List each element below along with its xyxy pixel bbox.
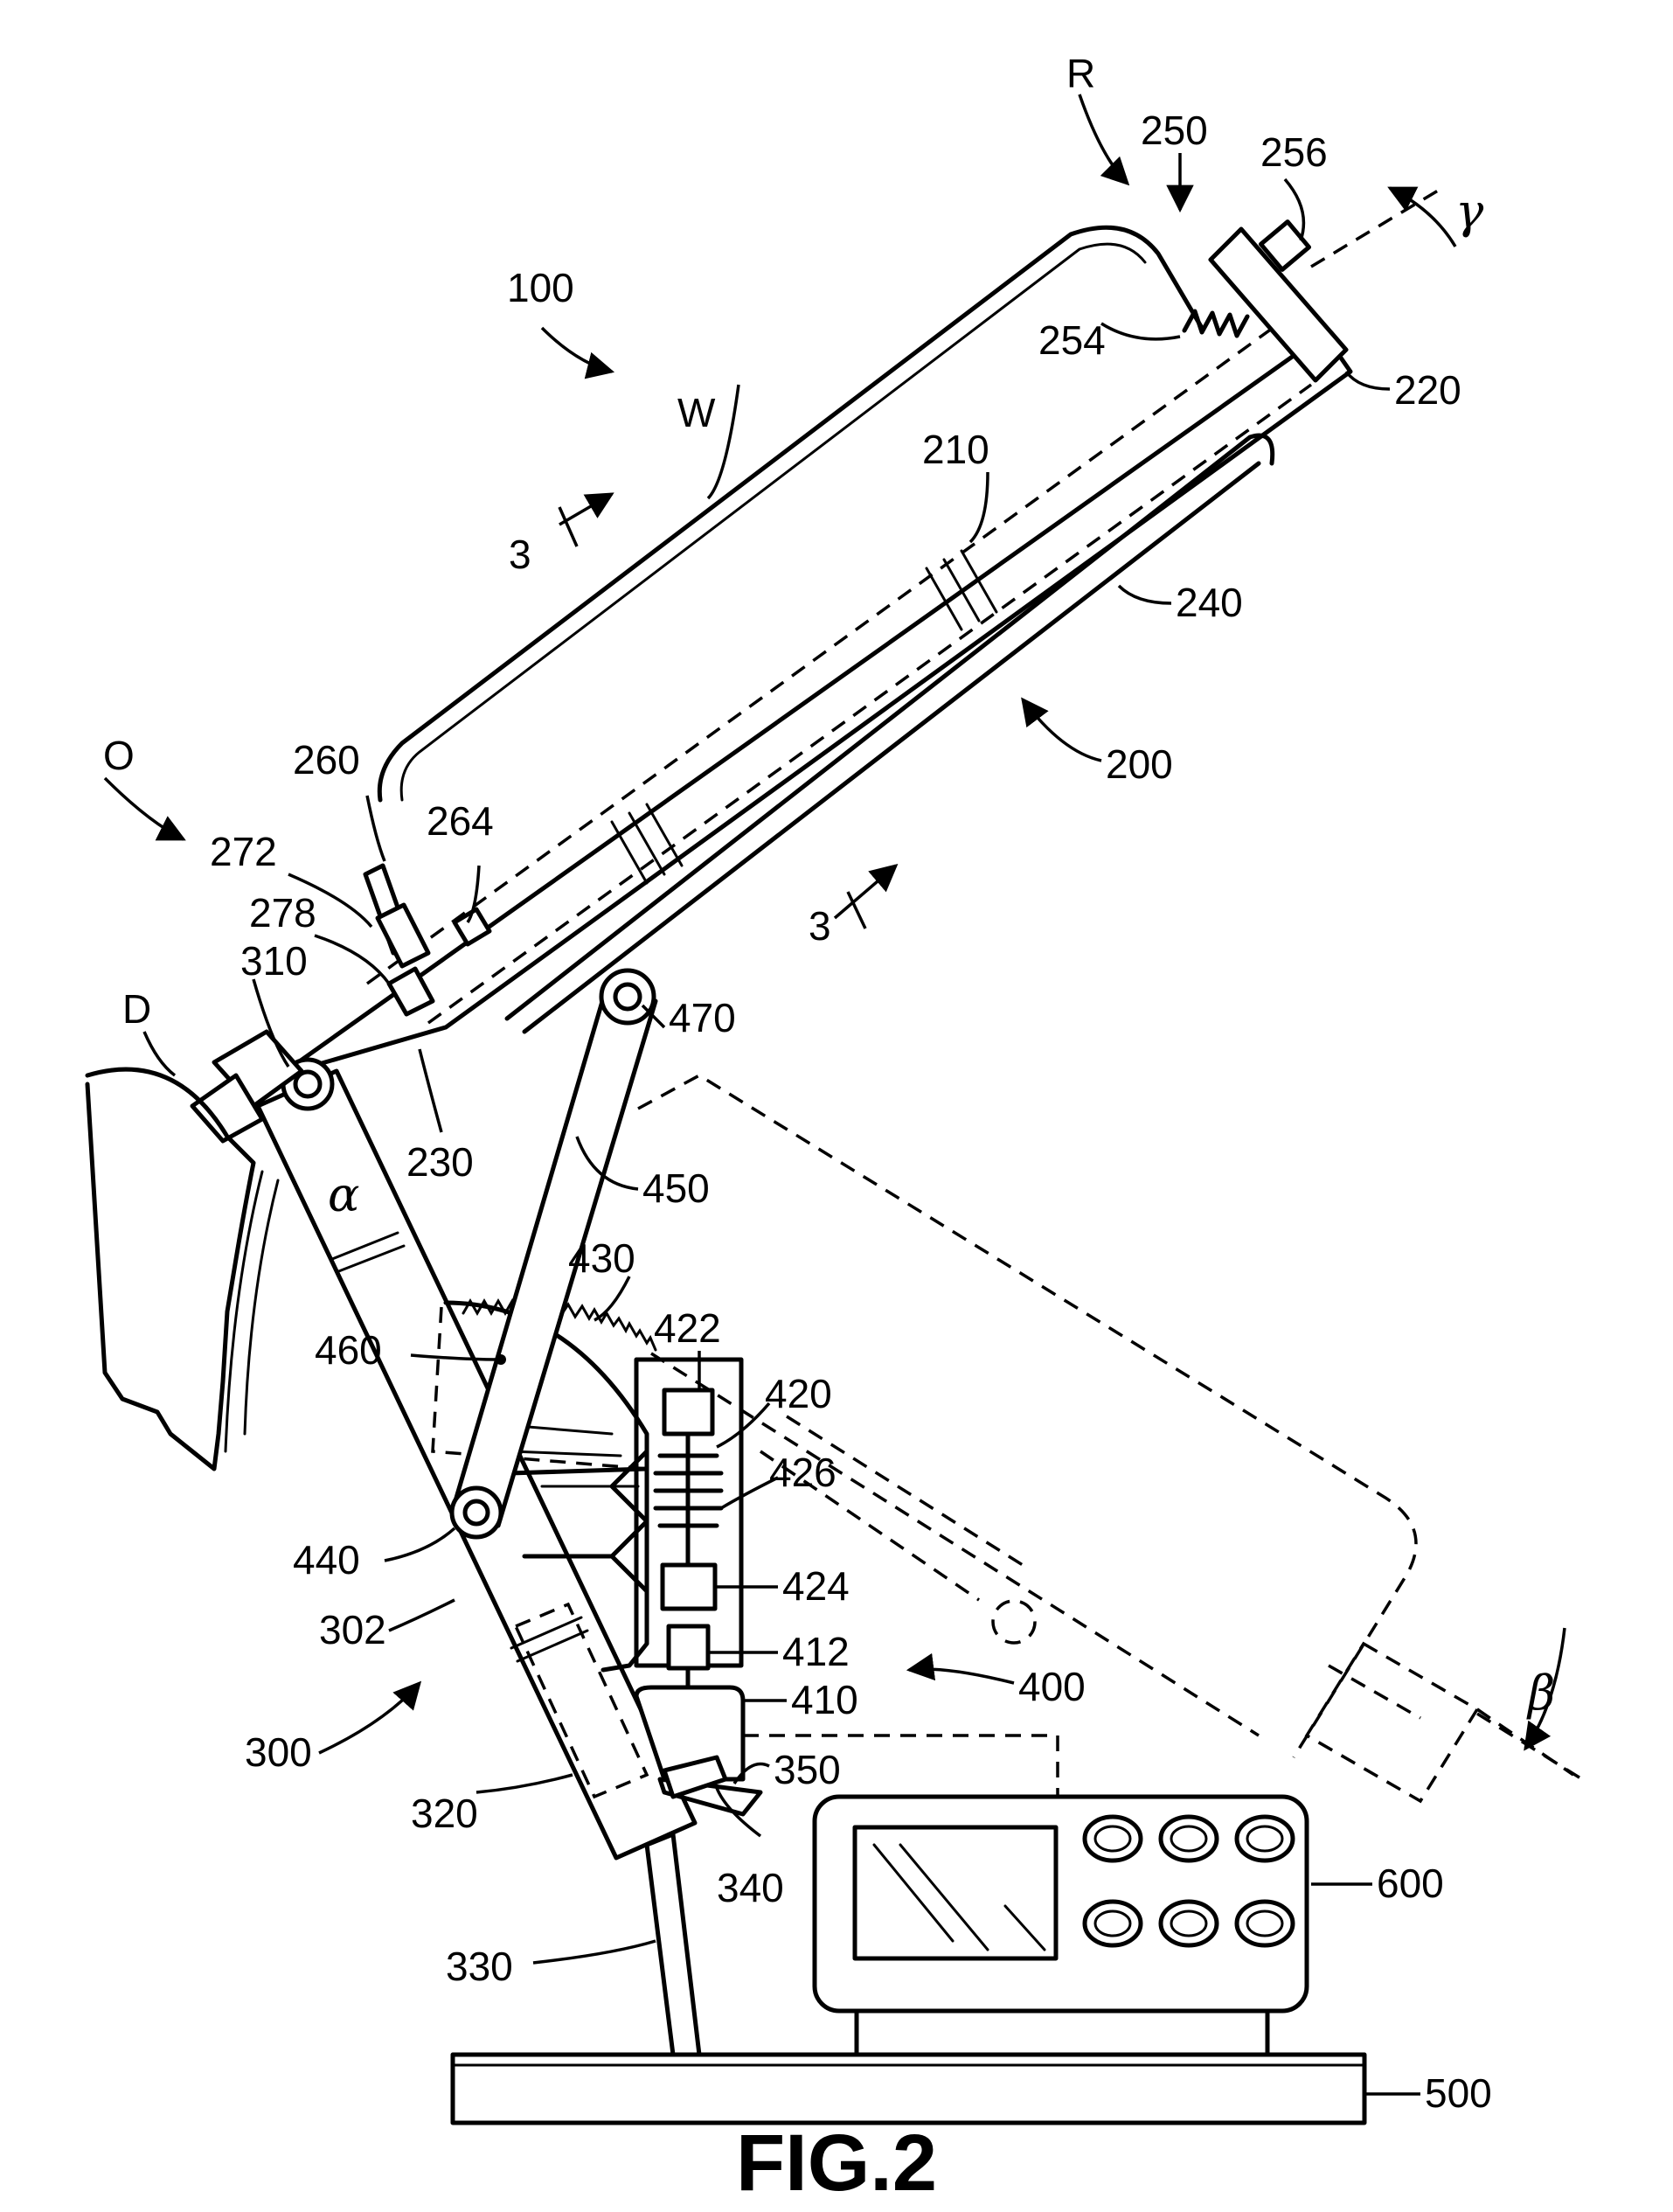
label-412: 412 xyxy=(782,1629,850,1674)
label-260: 260 xyxy=(293,737,360,783)
label-440: 440 xyxy=(293,1537,360,1582)
label-450: 450 xyxy=(642,1165,710,1211)
label-422: 422 xyxy=(654,1305,721,1351)
label-200: 200 xyxy=(1106,741,1173,787)
label-350: 350 xyxy=(774,1747,841,1792)
label-310: 310 xyxy=(240,938,308,984)
label-gamma: γ xyxy=(1455,184,1484,239)
label-420: 420 xyxy=(765,1371,832,1416)
label-alpha: α xyxy=(328,1167,359,1222)
label-272: 272 xyxy=(210,829,277,874)
label-W: W xyxy=(677,390,716,435)
label-264: 264 xyxy=(427,798,494,844)
label-220: 220 xyxy=(1394,367,1461,413)
label-240: 240 xyxy=(1176,580,1243,625)
label-400: 400 xyxy=(1018,1664,1086,1709)
label-254: 254 xyxy=(1038,317,1106,363)
alternate-position-outline xyxy=(638,1075,1573,1801)
label-230: 230 xyxy=(406,1139,474,1185)
label-426: 426 xyxy=(769,1450,836,1495)
label-500: 500 xyxy=(1425,2070,1492,2116)
label-beta: β xyxy=(1526,1666,1555,1721)
label-302: 302 xyxy=(319,1607,386,1652)
control-button-icon xyxy=(1085,1817,1293,1945)
figure-caption: FIG.2 xyxy=(736,2118,937,2208)
label-250: 250 xyxy=(1141,108,1208,153)
label-278: 278 xyxy=(249,890,316,936)
label-320: 320 xyxy=(411,1791,478,1836)
label-330: 330 xyxy=(446,1944,513,1989)
label-470: 470 xyxy=(669,995,736,1040)
label-D: D xyxy=(122,986,151,1032)
body-outline xyxy=(87,1069,278,1469)
label-340: 340 xyxy=(717,1865,784,1910)
label-section-3-bottom: 3 xyxy=(809,903,831,949)
label-424: 424 xyxy=(782,1563,850,1609)
label-300: 300 xyxy=(245,1729,312,1775)
label-100: 100 xyxy=(507,265,574,310)
label-R: R xyxy=(1066,51,1095,96)
label-410: 410 xyxy=(791,1677,858,1722)
base-plate xyxy=(453,2055,1364,2123)
label-210: 210 xyxy=(922,427,989,472)
control-unit xyxy=(815,1797,1307,2055)
label-256: 256 xyxy=(1260,129,1328,175)
forearm-support xyxy=(192,222,1350,1141)
label-O: O xyxy=(103,733,135,778)
label-460: 460 xyxy=(315,1327,382,1373)
label-600: 600 xyxy=(1377,1861,1444,1906)
label-section-3-top: 3 xyxy=(509,532,531,577)
label-430: 430 xyxy=(568,1235,635,1281)
